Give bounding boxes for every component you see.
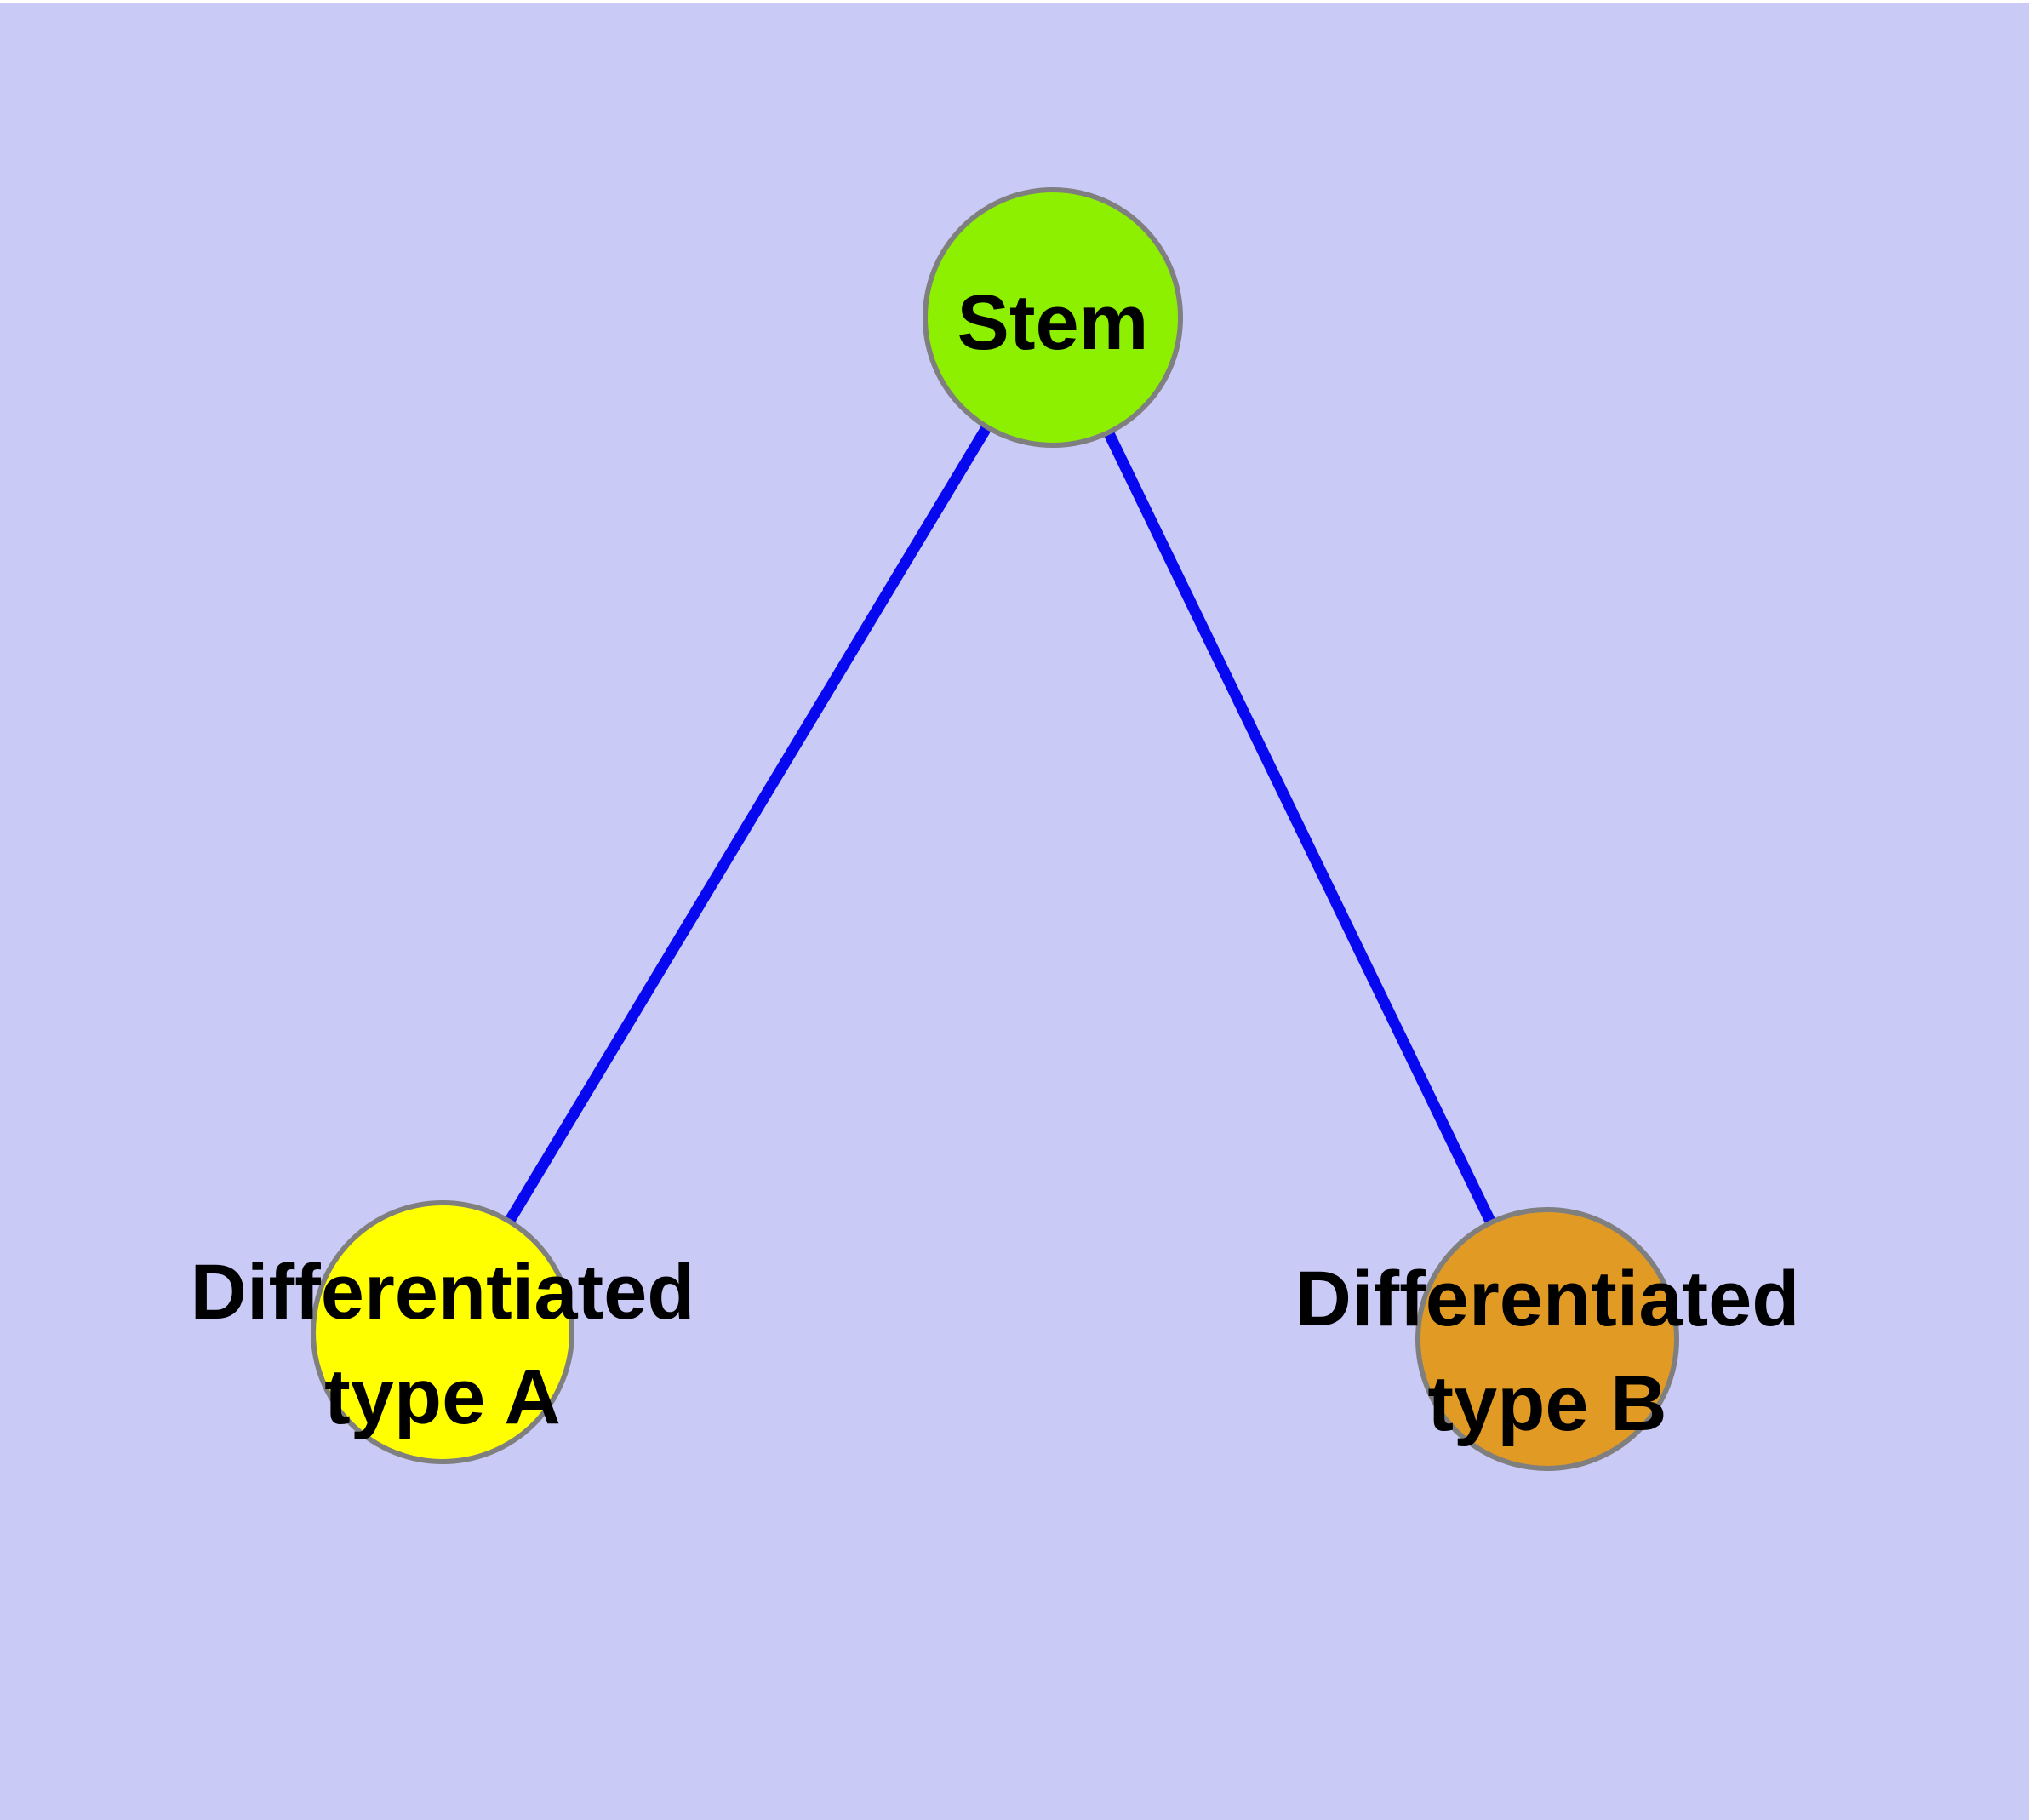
node-type-a-label-line2: type A (324, 1354, 561, 1440)
node-stem-label: Stem (957, 279, 1149, 366)
edge-stem-to-type-b (1048, 315, 1552, 1342)
node-differentiated-type-b (1415, 1207, 1679, 1471)
node-type-b-label-line2: type B (1427, 1360, 1666, 1447)
node-stem (923, 187, 1183, 448)
node-differentiated-type-a (311, 1200, 574, 1464)
edge-stem-to-type-a (437, 314, 1058, 1336)
node-type-a-label-line1: Differentiated (191, 1249, 695, 1336)
node-type-b-label-line1: Differentiated (1295, 1256, 1800, 1342)
